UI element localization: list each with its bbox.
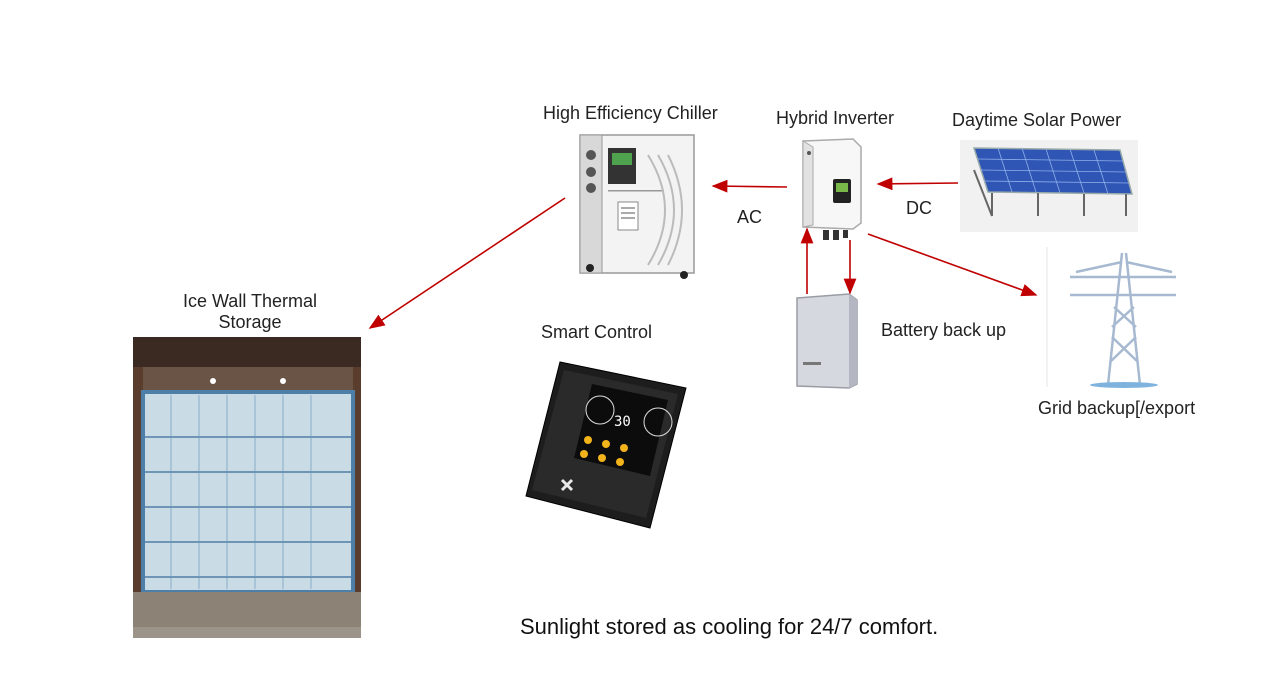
arrow-solar-to-inverter [876, 177, 959, 191]
arrow-inverter-to-grid [867, 233, 1038, 297]
inverter-label: Hybrid Inverter [776, 108, 895, 128]
arrow-chiller-to-icewall [368, 197, 566, 329]
ac-edge-label: AC [737, 207, 763, 227]
grid-label: Grid backup[/export [1038, 398, 1196, 418]
ice-wall-label: Ice Wall Thermal Storage [160, 291, 340, 333]
ice-wall-label-line2: Storage [218, 312, 282, 332]
dc-edge-label: DC [906, 198, 932, 218]
battery-label: Battery back up [881, 320, 1007, 340]
smart-control-image: 30 [522, 358, 692, 530]
solar-panel-image [960, 140, 1138, 232]
inverter-image [795, 135, 867, 245]
chiller-label: High Efficiency Chiller [543, 103, 718, 123]
smart-control-label: Smart Control [541, 322, 653, 342]
ice-wall-image [133, 337, 361, 638]
caption: Sunlight stored as cooling for 24/7 comf… [520, 614, 939, 639]
smart-control-display: 30 [614, 414, 631, 430]
chiller-image [572, 130, 702, 282]
ice-wall-label-line1: Ice Wall Thermal [182, 291, 318, 311]
solar-label: Daytime Solar Power [952, 110, 1122, 130]
grid-tower-image [1046, 247, 1182, 392]
arrow-inverter-to-chiller [711, 179, 788, 193]
